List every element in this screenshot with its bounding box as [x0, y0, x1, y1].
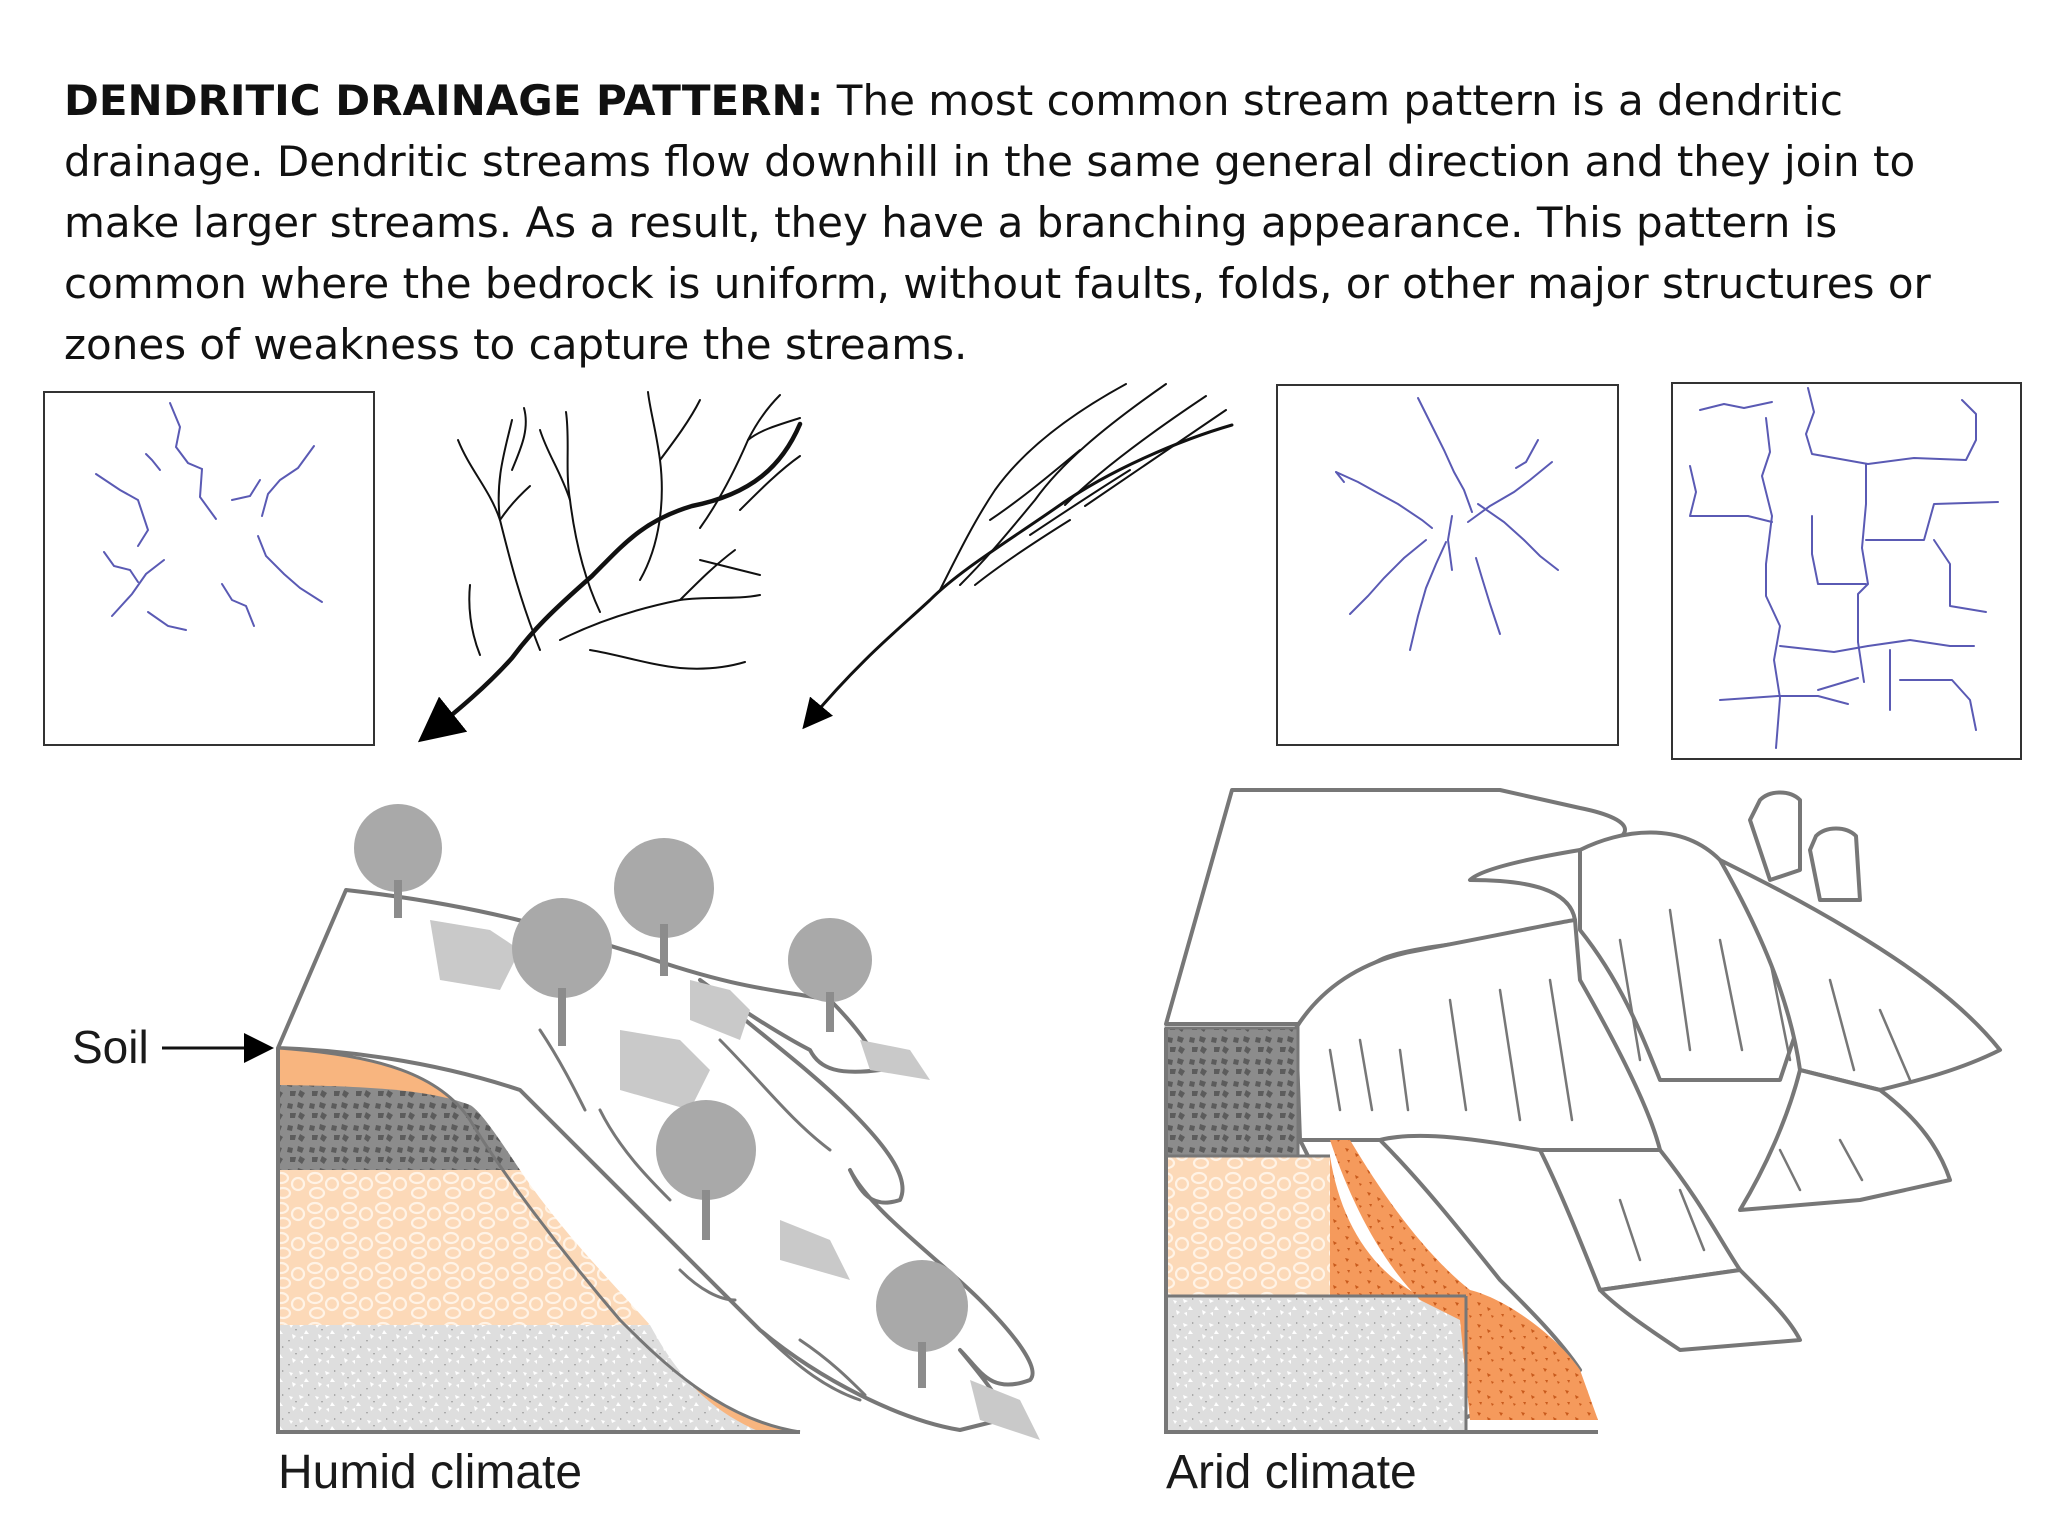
stream-lines	[95, 402, 323, 631]
rectangular-streams	[1689, 387, 1999, 749]
tree	[656, 1100, 850, 1280]
tree	[788, 918, 930, 1080]
radial-map	[1276, 384, 1619, 746]
dendritic-sketch	[417, 391, 803, 743]
intro-body: The most common stream pattern is a dend…	[64, 76, 1931, 369]
radial-centripetal-map	[43, 391, 375, 746]
tree	[354, 804, 520, 990]
tree	[876, 1260, 1040, 1440]
rectangular-map	[1671, 382, 2022, 760]
arid-climate-diagram: Arid climate	[1164, 788, 2002, 1499]
humid-caption: Humid climate	[278, 1446, 582, 1499]
intro-paragraph: DENDRITIC DRAINAGE PATTERN: The most com…	[64, 70, 1994, 375]
parallel-branches	[939, 383, 1227, 591]
tree	[614, 838, 750, 1040]
arid-caption: Arid climate	[1166, 1446, 1417, 1499]
tree-group	[354, 804, 1040, 1440]
tree	[512, 898, 710, 1110]
radial-streams	[1335, 397, 1559, 651]
humid-climate-diagram: Soil Humid climate	[72, 804, 1040, 1499]
branch-lines	[457, 391, 801, 670]
parallel-sketch	[802, 383, 1234, 730]
intro-heading: DENDRITIC DRAINAGE PATTERN:	[64, 76, 824, 125]
soil-label: Soil	[72, 1021, 149, 1073]
